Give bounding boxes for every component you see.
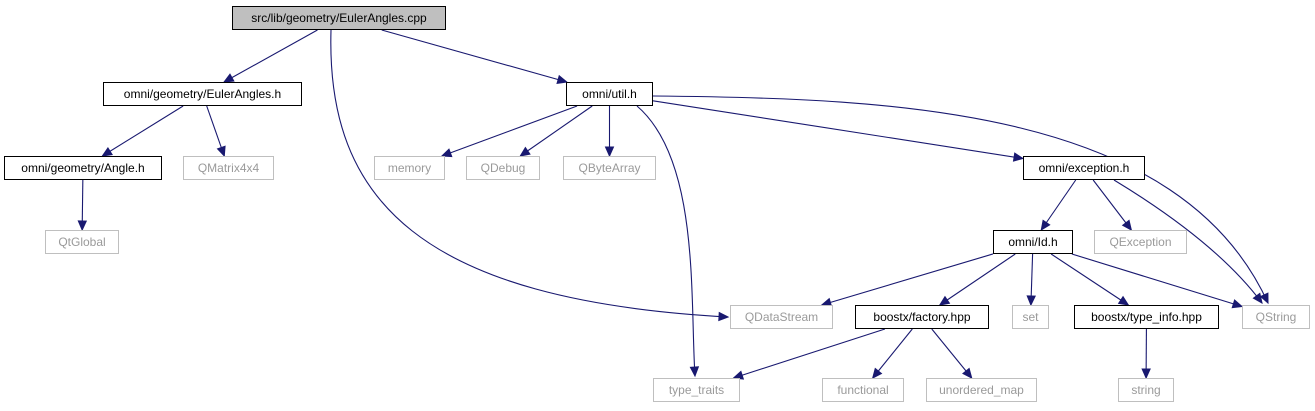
graph-node-type-traits: type_traits bbox=[653, 378, 740, 402]
edge-util-h-to-type-traits bbox=[636, 105, 700, 378]
edge-angle-h-to-qtglobal bbox=[77, 179, 88, 232]
edge-factory-hpp-to-unordered-map bbox=[931, 328, 973, 379]
edge-factory-hpp-to-type-traits bbox=[732, 328, 886, 380]
edge-euler-cpp-to-util-h bbox=[381, 29, 568, 85]
graph-node-qstring: QString bbox=[1242, 305, 1310, 329]
edge-typeinfo-hpp-to-string bbox=[1141, 328, 1151, 380]
graph-node-string: string bbox=[1118, 378, 1174, 402]
edge-util-h-to-qbytearray bbox=[604, 106, 615, 158]
graph-node-functional: functional bbox=[822, 378, 904, 402]
graph-node-euler-cpp[interactable]: src/lib/geometry/EulerAngles.cpp bbox=[232, 6, 446, 30]
edge-id-h-to-qstring bbox=[1071, 253, 1244, 309]
graph-node-set: set bbox=[1012, 305, 1049, 329]
edge-euler-h-to-angle-h bbox=[101, 105, 184, 157]
graph-node-qtglobal: QtGlobal bbox=[45, 230, 119, 254]
edge-exception-h-to-qstring bbox=[1113, 179, 1263, 304]
edge-util-h-to-qstring bbox=[652, 95, 1269, 305]
graph-node-qmatrix: QMatrix4x4 bbox=[183, 156, 274, 180]
graph-node-qexception: QException bbox=[1094, 230, 1187, 254]
edge-exception-h-to-id-h bbox=[1040, 179, 1077, 232]
graph-node-exception-h[interactable]: omni/exception.h bbox=[1023, 156, 1145, 180]
edge-util-h-to-memory bbox=[440, 105, 578, 158]
graph-node-qdatastream: QDataStream bbox=[730, 305, 833, 329]
graph-node-factory-hpp[interactable]: boostx/factory.hpp bbox=[855, 305, 989, 329]
edge-util-h-to-qdebug bbox=[519, 105, 593, 157]
graph-node-unordered-map: unordered_map bbox=[926, 378, 1037, 402]
graph-node-typeinfo-hpp[interactable]: boostx/type_info.hpp bbox=[1074, 305, 1219, 329]
graph-node-util-h[interactable]: omni/util.h bbox=[566, 82, 653, 106]
graph-node-memory: memory bbox=[374, 156, 445, 180]
edge-id-h-to-qdatastream bbox=[820, 253, 994, 307]
edge-util-h-to-exception-h bbox=[652, 100, 1025, 162]
edge-id-h-to-set bbox=[1026, 253, 1036, 307]
edge-euler-cpp-to-qdatastream bbox=[330, 29, 730, 322]
graph-node-angle-h[interactable]: omni/geometry/Angle.h bbox=[4, 156, 162, 180]
graph-node-qdebug: QDebug bbox=[466, 156, 540, 180]
edge-id-h-to-factory-hpp bbox=[938, 253, 1016, 306]
graph-node-qbytearray: QByteArray bbox=[563, 156, 656, 180]
edge-id-h-to-typeinfo-hpp bbox=[1050, 253, 1130, 306]
edge-euler-h-to-qmatrix bbox=[206, 105, 226, 158]
graph-node-id-h[interactable]: omni/Id.h bbox=[993, 230, 1073, 254]
edge-factory-hpp-to-functional bbox=[871, 328, 913, 379]
edge-euler-cpp-to-euler-h bbox=[222, 29, 318, 83]
graph-node-euler-h[interactable]: omni/geometry/EulerAngles.h bbox=[103, 82, 302, 106]
edge-exception-h-to-qexception bbox=[1092, 179, 1133, 231]
